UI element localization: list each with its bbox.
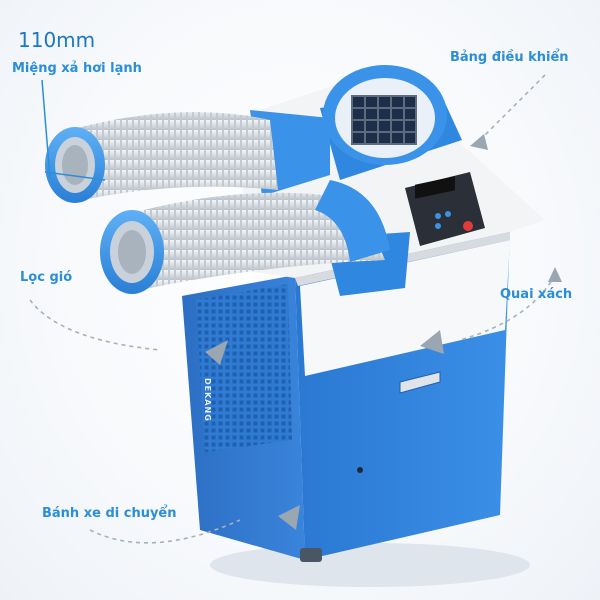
display-digits <box>415 176 455 199</box>
hose-lower <box>100 180 410 296</box>
floor-shadow <box>210 543 530 587</box>
mode-button[interactable] <box>435 213 441 219</box>
dimension-line <box>41 79 51 179</box>
arrow-heads <box>205 134 562 530</box>
outlet-label: Miệng xả hơi lạnh <box>12 61 142 76</box>
air-filter-label: Lọc gió <box>20 270 73 285</box>
callout-arrows <box>29 74 556 544</box>
control-panel-label: Bảng điều khiển <box>450 50 569 65</box>
fan-button[interactable] <box>445 211 451 217</box>
wheel <box>300 548 322 562</box>
handle-slot[interactable] <box>399 371 441 394</box>
handle-label: Quai xách <box>500 287 573 302</box>
power-button[interactable] <box>463 221 473 231</box>
timer-button[interactable] <box>435 223 441 229</box>
outlet-grid <box>351 95 417 145</box>
upper-front-white <box>300 240 510 376</box>
diameter-label: 110mm <box>18 28 96 52</box>
indicator-dot <box>357 467 363 473</box>
hose-upper <box>45 110 330 203</box>
filter-grille <box>196 284 292 452</box>
brand-logo-text: DEKANG <box>203 378 212 422</box>
wheels-label: Bánh xe di chuyển <box>42 506 177 521</box>
diameter-line <box>44 171 106 181</box>
